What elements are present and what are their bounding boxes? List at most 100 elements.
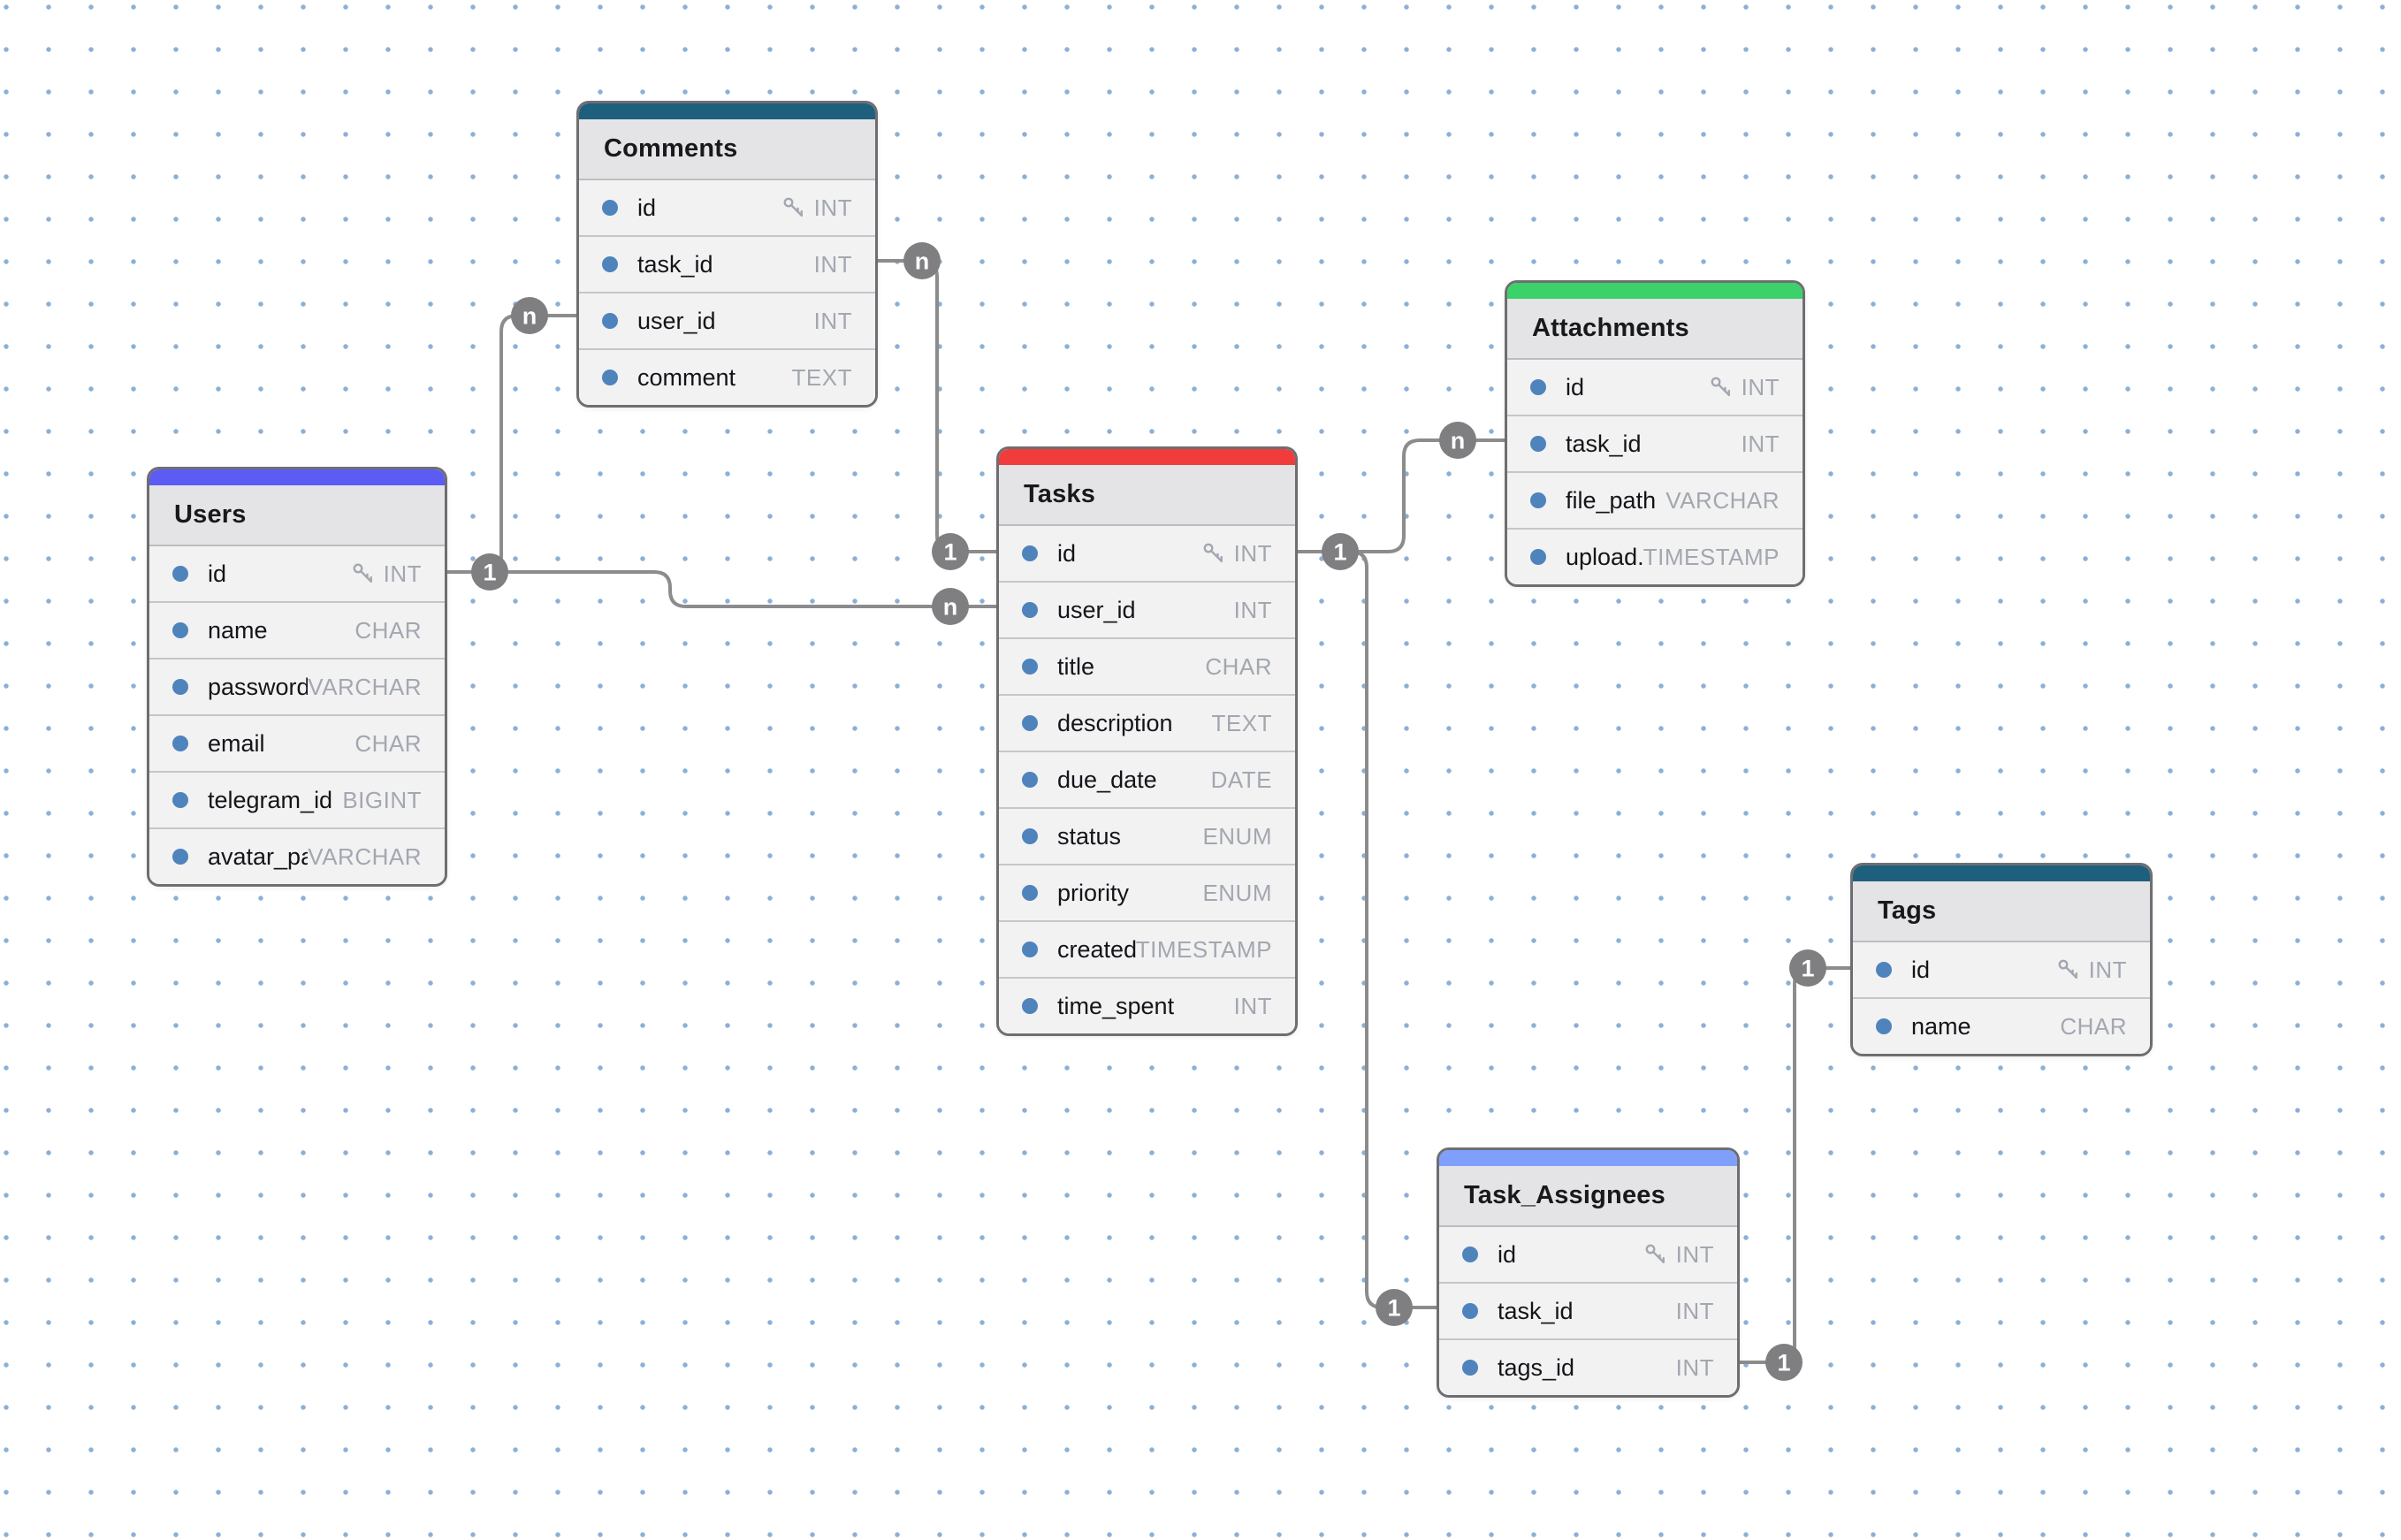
table-tasks[interactable]: Tasks id INT user_id INT [996,446,1298,1036]
field-type: ENUM [1202,822,1272,850]
relationship-line-2[interactable] [878,259,996,553]
cardinality-marker-n: n [511,297,548,334]
field-type: INT [813,307,852,334]
field-name: due_date [1057,766,1157,793]
table-header[interactable]: Attachments [1507,299,1803,360]
field-type-wrap: ENUM [1202,880,1272,907]
field-row-attachments-task_id[interactable]: task_id INT [1507,415,1803,471]
svg-text:1: 1 [1801,956,1814,982]
field-row-comments-user_id[interactable]: user_id INT [579,292,875,348]
field-name: id [1498,1240,1517,1268]
table-users[interactable]: Users id INT name CHAR pa [147,467,447,887]
field-row-users-telegram_id[interactable]: telegram_id BIGINT [149,771,445,827]
field-type-wrap: INT [1200,540,1272,568]
field-row-comments-task_id[interactable]: task_id INT [579,235,875,292]
field-row-tasks-user_id[interactable]: user_id INT [999,581,1295,637]
field-dot-icon [172,736,188,751]
field-type-wrap: INT [350,560,422,588]
relationship-line-3[interactable] [1298,438,1505,553]
table-header[interactable]: Tasks [999,465,1295,526]
field-type: VARCHAR [1665,486,1780,514]
field-type-wrap: TEXT [1212,710,1272,737]
field-type: TIMESTAMP [1643,543,1780,570]
field-type-wrap: CHAR [354,617,422,644]
field-row-attachments-upload[interactable]: upload... TIMESTAMP [1507,528,1803,584]
table-header[interactable]: Tags [1853,881,2150,942]
svg-text:1: 1 [1387,1295,1400,1322]
field-row-users-email[interactable]: email CHAR [149,714,445,771]
table-name: Users [174,500,247,529]
field-row-tasks-id[interactable]: id INT [999,526,1295,581]
relationship-line-1[interactable] [447,570,996,608]
table-task_assignees[interactable]: Task_Assignees id INT task_id INT [1437,1147,1740,1398]
cardinality-marker-n: n [932,588,969,625]
field-type-wrap: VARCHAR [308,674,422,701]
cardinality-marker-n: n [1439,422,1476,459]
table-attachments[interactable]: Attachments id INT task_id INT [1505,280,1805,587]
field-row-tasks-status[interactable]: status ENUM [999,807,1295,864]
field-row-tasks-title[interactable]: title CHAR [999,637,1295,694]
field-type-wrap: INT [2055,957,2127,984]
field-name: user_id [1057,596,1136,623]
field-dot-icon [1462,1303,1478,1319]
field-dot-icon [172,849,188,865]
field-type: INT [1233,992,1272,1019]
field-dot-icon [1530,492,1546,508]
field-dot-icon [1022,942,1038,957]
field-row-users-name[interactable]: name CHAR [149,601,445,658]
field-dot-icon [1530,549,1546,565]
table-color-strip [999,449,1295,465]
field-name: id [637,194,657,221]
field-type: BIGINT [342,786,422,813]
field-row-attachments-id[interactable]: id INT [1507,360,1803,415]
field-dot-icon [172,622,188,638]
table-fields: id INT task_id INT file_path [1507,360,1803,584]
field-row-comments-id[interactable]: id INT [579,180,875,235]
field-row-task_assignees-task_id[interactable]: task_id INT [1439,1282,1737,1338]
table-color-strip [149,469,445,485]
svg-text:n: n [915,248,930,275]
table-name: Comments [604,134,738,163]
field-row-tasks-created[interactable]: created... TIMESTAMP [999,920,1295,977]
table-name: Attachments [1532,314,1689,342]
field-dot-icon [1530,379,1546,395]
field-row-comments-comment[interactable]: comment TEXT [579,348,875,405]
table-header[interactable]: Comments [579,119,875,180]
field-row-tasks-time_spent[interactable]: time_spent INT [999,977,1295,1033]
field-type: DATE [1210,766,1272,793]
field-row-users-avatar_pa[interactable]: avatar_pa... VARCHAR [149,827,445,884]
field-row-tags-name[interactable]: name CHAR [1853,997,2150,1054]
field-type: CHAR [1205,652,1272,680]
field-row-users-id[interactable]: id INT [149,546,445,601]
table-name: Tags [1878,896,1937,925]
table-header[interactable]: Task_Assignees [1439,1166,1737,1227]
field-row-tasks-description[interactable]: description TEXT [999,694,1295,751]
field-dot-icon [1022,772,1038,788]
field-row-task_assignees-id[interactable]: id INT [1439,1227,1737,1282]
field-name: time_spent [1057,992,1175,1019]
field-type: INT [383,560,422,587]
table-fields: id INT task_id INT tags_id [1439,1227,1737,1395]
field-row-tasks-priority[interactable]: priority ENUM [999,864,1295,920]
table-header[interactable]: Users [149,485,445,546]
field-row-tags-id[interactable]: id INT [1853,942,2150,997]
table-fields: id INT user_id INT title [999,526,1295,1033]
table-tags[interactable]: Tags id INT name CHAR [1850,863,2153,1056]
field-row-task_assignees-tags_id[interactable]: tags_id INT [1439,1338,1737,1395]
relationship-line-4[interactable] [1298,550,1437,1309]
field-name: id [1057,539,1077,567]
field-row-attachments-file_path[interactable]: file_path VARCHAR [1507,471,1803,528]
svg-text:1: 1 [483,560,496,586]
field-dot-icon [172,679,188,695]
field-row-users-password[interactable]: password VARCHAR [149,658,445,714]
field-name: description [1057,709,1173,736]
field-row-tasks-due_date[interactable]: due_date DATE [999,751,1295,807]
relationship-line-0[interactable] [447,314,576,574]
field-name: task_id [637,250,713,278]
field-dot-icon [1022,828,1038,844]
field-dot-icon [602,370,618,385]
table-comments[interactable]: Comments id INT task_id INT [576,101,878,408]
relationship-line-5[interactable] [1740,966,1850,1364]
field-name: created... [1057,935,1136,963]
